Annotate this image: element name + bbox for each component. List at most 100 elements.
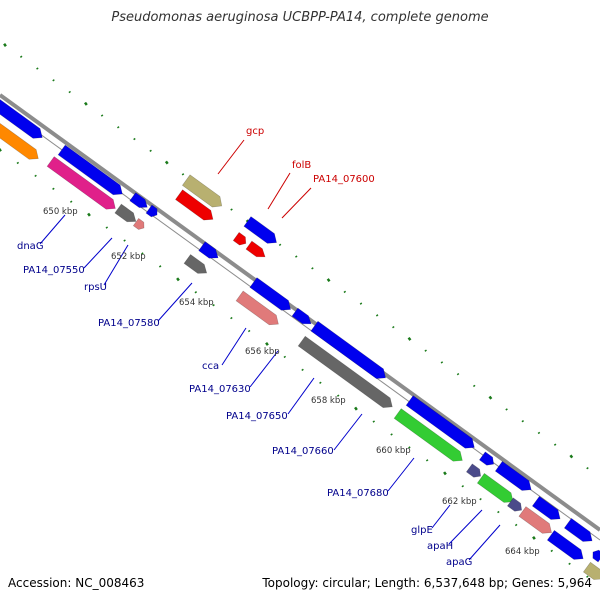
gene-label[interactable]: PA14_07580 (98, 318, 160, 329)
tick-mark (230, 208, 233, 211)
gene-callout-line (249, 350, 279, 388)
tick-mark (359, 302, 363, 305)
tick-mark (158, 265, 162, 268)
gene-callout-line (448, 509, 483, 545)
tick-mark (532, 535, 536, 540)
cds-feature[interactable] (132, 218, 146, 231)
tick-mark (247, 329, 251, 333)
cds-feature[interactable] (114, 203, 139, 226)
tick-mark (176, 277, 180, 282)
tick-mark (461, 485, 465, 488)
tick-mark (294, 255, 298, 258)
cds-feature[interactable] (478, 451, 496, 468)
gcp-feature[interactable] (181, 174, 225, 211)
kbp-label: 650 kbp (43, 207, 78, 217)
gene-callout-line (431, 504, 451, 529)
tick-mark (16, 161, 20, 165)
tick-mark (52, 187, 55, 190)
tick-mark (19, 55, 23, 58)
gene-label[interactable]: gcp (246, 126, 264, 137)
gene-label[interactable]: dnaG (17, 241, 44, 252)
gene-label[interactable]: folB (292, 160, 311, 171)
gene-label[interactable]: apaH (427, 541, 453, 552)
gene-label[interactable]: PA14_07680 (327, 488, 389, 499)
red-feature[interactable] (245, 240, 268, 261)
tick-mark (408, 446, 411, 449)
features (0, 97, 600, 583)
accession-text: Accession: NC_008463 (8, 576, 145, 590)
cds-feature[interactable] (0, 97, 46, 143)
cds-feature[interactable] (310, 320, 389, 382)
cds-feature[interactable] (249, 277, 294, 315)
tick-mark (0, 148, 2, 152)
cds-feature[interactable] (198, 241, 222, 263)
cds-feature[interactable] (183, 254, 210, 277)
cds-feature[interactable] (563, 517, 595, 545)
cds-feature[interactable] (590, 548, 600, 563)
cds-feature[interactable] (0, 112, 42, 164)
cds-feature[interactable] (291, 307, 314, 328)
gene-label[interactable]: PA14_07630 (189, 384, 251, 395)
gene-callout-line (217, 139, 245, 175)
cds-feature[interactable] (476, 472, 516, 506)
gene-label[interactable]: cca (202, 361, 219, 372)
gene-callout-line (468, 524, 501, 561)
cds-feature[interactable] (235, 290, 282, 329)
cds-feature[interactable] (243, 216, 280, 248)
tick-mark (141, 252, 144, 255)
cds-feature[interactable] (297, 335, 396, 412)
gene-label[interactable]: glpE (411, 525, 433, 536)
tick-mark (181, 173, 185, 176)
gene-label[interactable]: rpsU (84, 282, 107, 293)
tick-mark (336, 394, 340, 397)
tick-mark (212, 303, 215, 307)
gene-label[interactable]: PA14_07660 (272, 446, 334, 457)
cds-feature[interactable] (393, 408, 466, 466)
tick-mark (497, 510, 500, 514)
gene-label[interactable]: PA14_07650 (226, 411, 288, 422)
tick-mark (424, 349, 427, 352)
tick-mark (537, 431, 541, 435)
gene-callout-line (267, 172, 291, 210)
gene-callout-line (287, 377, 315, 415)
cds-feature[interactable] (546, 529, 586, 563)
gene-callout-line (333, 413, 363, 451)
cds-feature[interactable] (57, 144, 126, 199)
gene-label[interactable]: PA14_07550 (23, 265, 85, 276)
kbp-label: 660 kbp (376, 446, 411, 456)
cds-feature[interactable] (129, 192, 150, 212)
cds-feature[interactable] (531, 495, 563, 523)
cds-feature[interactable] (405, 395, 478, 453)
tick-mark (505, 408, 508, 411)
cds-feature[interactable] (506, 497, 524, 514)
gene-label[interactable]: PA14_07600 (313, 174, 375, 185)
tick-mark (283, 355, 287, 359)
cds-feature[interactable] (145, 204, 160, 219)
gene-label[interactable]: apaG (446, 557, 472, 568)
tick-mark (354, 406, 358, 411)
tick-mark (372, 420, 376, 423)
tick-mark (521, 419, 525, 423)
cds-feature[interactable] (46, 156, 119, 214)
cds-feature[interactable] (494, 460, 534, 494)
tick-mark (84, 101, 88, 106)
tick-mark (586, 467, 589, 470)
cds-feature[interactable] (465, 463, 483, 480)
tick-mark (36, 67, 39, 70)
tick-mark (586, 575, 589, 578)
tick-mark (133, 137, 136, 141)
tick-mark (375, 314, 379, 317)
tick-mark (343, 290, 347, 294)
tick-mark (440, 361, 444, 364)
red-feature[interactable] (175, 189, 216, 224)
red-feature[interactable] (232, 232, 249, 247)
gene-callout-line (39, 214, 66, 245)
tick-mark (301, 368, 304, 372)
tick-mark (164, 160, 169, 165)
tick-mark (3, 43, 7, 47)
tick-mark (390, 433, 393, 436)
cds-feature[interactable] (582, 561, 600, 583)
cds-feature[interactable] (518, 506, 555, 538)
